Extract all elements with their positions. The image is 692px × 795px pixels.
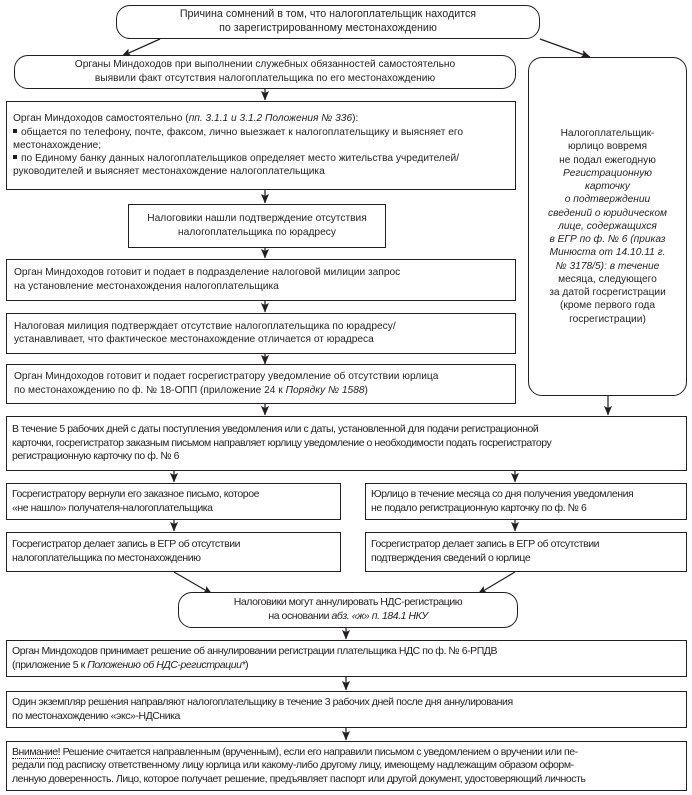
- card-line-7: сведений о юридическом: [548, 207, 667, 219]
- reason-line-1: Причина сомнений в том, что налогоплател…: [179, 7, 477, 20]
- dec-line-2-suffix: ): [245, 658, 249, 671]
- month-line-2: не подало регистрационную карточку по ф.…: [371, 501, 587, 514]
- card-line-8: лице, содержащихся: [558, 220, 657, 232]
- self-bullet-2-text: по Единому банку данных налогоплательщик…: [13, 153, 460, 178]
- req-line-2: на установление местонахождения налогопл…: [14, 280, 279, 292]
- node-mindohodov-detected-absence: Органы Миндоходов при выполнении служебн…: [14, 55, 516, 89]
- self-intro-citation: пп. 3.1.1 и 3.1.2 Положения № 336: [188, 113, 353, 125]
- copy-line-2: по местонахождению «экс»-НДСника: [12, 709, 180, 722]
- node-send-decision-copy: Один экземпляр решения направляют налого…: [6, 691, 687, 728]
- node-reason-for-doubt: Причина сомнений в том, что налогоплател…: [116, 5, 540, 39]
- card-line-9: в ЕГР по ф. № 6 (приказ: [549, 234, 666, 246]
- att-line-3: ленную доверенность. Лицо, которое получ…: [12, 772, 586, 785]
- card-line-13: за датой госрегистрации: [549, 287, 666, 299]
- notice-line-1: Орган Миндоходов готовит и подает госрег…: [14, 371, 439, 383]
- notice-line-2-citation: Порядку № 1588: [285, 384, 365, 396]
- node-mindohodov-self-actions: Орган Миндоходов самостоятельно (пп. 3.1…: [6, 101, 516, 190]
- fivedays-line-3: регистрационную карточку по ф. № 6: [12, 450, 180, 463]
- self-bullet-2: по Единому банку данных налогоплательщик…: [13, 152, 509, 179]
- wire-reason-to-detect: [121, 38, 161, 57]
- card-line-12: месяца, следующего: [558, 273, 657, 285]
- dec-line-2-prefix: (приложение 5 к: [12, 658, 88, 671]
- node-tax-police-confirms: Налоговая милиция подтверждает отсутстви…: [6, 313, 516, 354]
- node-decision-form-6-rpdv: Орган Миндоходов принимает решение об ан…: [6, 640, 687, 677]
- bullet-square-icon: [13, 155, 17, 160]
- node-attention-note: Внимание! Решение считается направленным…: [6, 741, 687, 791]
- egr2-line-2: подтверждения сведений о юрлице: [371, 552, 531, 564]
- detect-line-2: выявили факт отсутствия налогоплательщик…: [94, 72, 436, 84]
- node-letter-returned: Госрегистратору вернули его заказное пис…: [6, 483, 341, 520]
- conf-line-1: Налоговики нашли подтверждение отсутстви…: [147, 213, 367, 225]
- self-bullet-1: общается по телефону, почте, факсом, лич…: [13, 126, 509, 153]
- node-may-cancel-vat-registration: Налоговики могут аннулировать НДС-регист…: [178, 592, 518, 628]
- cancel-line-1: Налоговики могут аннулировать НДС-регист…: [233, 595, 463, 608]
- fivedays-line-2: карточки, госрегистратор заказным письмо…: [12, 436, 552, 449]
- card-line-3: не подал ежегодную: [559, 154, 656, 166]
- conf-line-2: налогоплательщика по юрадресу: [178, 226, 336, 238]
- card-line-5: карточку: [585, 181, 630, 193]
- att-line-1-text: Решение считается направленным (врученны…: [60, 745, 579, 758]
- police-line-1: Налоговая милиция подтверждает отсутстви…: [14, 320, 396, 332]
- node-tax-police-request: Орган Миндоходов готовит и подает в подр…: [6, 259, 516, 301]
- dec-line-2: (приложение 5 к Положению об НДС-регистр…: [12, 658, 249, 673]
- notice-line-2: по местонахождению по ф. № 18-ОПП (прило…: [14, 384, 368, 397]
- police-line-2: устанавливает, что фактическое местонахо…: [14, 334, 374, 345]
- node-card-not-filed-within-month: Юрлицо в течение месяца со дня получения…: [365, 483, 687, 520]
- dec-line-2-citation: Положению об НДС-регистрации*: [87, 658, 246, 671]
- card-line-2: юрлицо вовремя: [567, 141, 648, 153]
- card-line-4: Регистрационную: [563, 167, 652, 179]
- card-line-15: госрегистрации): [569, 313, 646, 325]
- node-notice-form-18-opp: Орган Миндоходов готовит и подает госрег…: [6, 364, 516, 404]
- cancel-line-2: на основании абз. «ж» п. 184.1 НКУ: [268, 609, 429, 624]
- att-line-1: Внимание! Решение считается направленным…: [12, 745, 579, 760]
- node-egr-record-absence: Госрегистратор делает запись в ЕГР об от…: [6, 532, 341, 572]
- attention-label: Внимание!: [12, 745, 61, 759]
- card-line-6: о подтверждении: [564, 194, 651, 206]
- card-line-11: № 3178/5): в течение: [555, 260, 660, 272]
- self-intro-suffix: ):: [352, 113, 359, 125]
- month-line-1: Юрлицо в течение месяца со дня получения…: [371, 487, 634, 500]
- node-egr-record-no-confirmation: Госрегистратор делает запись в ЕГР об от…: [365, 532, 687, 572]
- card-line-1: Налогоплательщик-: [560, 128, 655, 140]
- notice-line-2-prefix: по местонахождению по ф. № 18-ОПП (прило…: [14, 384, 286, 396]
- letter-line-1: Госрегистратору вернули его заказное пис…: [12, 487, 259, 500]
- fivedays-line-1: В течение 5 рабочих дней с даты поступле…: [12, 423, 539, 436]
- notice-line-2-suffix: ): [364, 384, 368, 396]
- card-line-10: Минюста от 14.10.11 г.: [549, 247, 666, 259]
- wire-reason-to-card: [539, 38, 591, 58]
- self-bullet-1-text: общается по телефону, почте, факсом, лич…: [13, 126, 464, 151]
- dec-line-1: Орган Миндоходов принимает решение об ан…: [12, 644, 498, 657]
- reason-line-2: по зарегистрированному местонахождению: [219, 21, 437, 34]
- att-line-2: редали под расписку ответственному лицу …: [12, 759, 574, 772]
- node-registration-card-not-filed: Налогоплательщик- юрлицо вовремя не пода…: [528, 57, 687, 396]
- copy-line-1: Один экземпляр решения направляют налого…: [12, 695, 513, 708]
- egr2-line-1: Госрегистратор делает запись в ЕГР об от…: [371, 538, 600, 551]
- req-line-1: Орган Миндоходов готовит и подает в подр…: [14, 267, 401, 279]
- bullet-square-icon: [13, 128, 17, 133]
- letter-line-2: «не нашло» получателя-налогоплательщика: [12, 501, 213, 514]
- detect-line-1: Органы Миндоходов при выполнении служебн…: [74, 59, 456, 71]
- egr1-line-1: Госрегистратор делает запись в ЕГР об от…: [12, 538, 241, 551]
- self-intro-prefix: Орган Миндоходов самостоятельно (: [13, 113, 189, 125]
- cancel-line-2-citation: абз. «ж» п. 184.1 НКУ: [331, 609, 429, 622]
- card-line-14: (кроме первого года: [559, 300, 656, 312]
- egr1-line-2: налогоплательщика по местонахождению: [12, 552, 201, 564]
- node-five-working-days: В течение 5 рабочих дней с даты поступле…: [6, 416, 687, 471]
- node-confirmation-found: Налоговики нашли подтверждение отсутстви…: [128, 204, 386, 248]
- cancel-line-2-prefix: на основании: [268, 609, 332, 622]
- self-intro: Орган Миндоходов самостоятельно (пп. 3.1…: [13, 112, 358, 125]
